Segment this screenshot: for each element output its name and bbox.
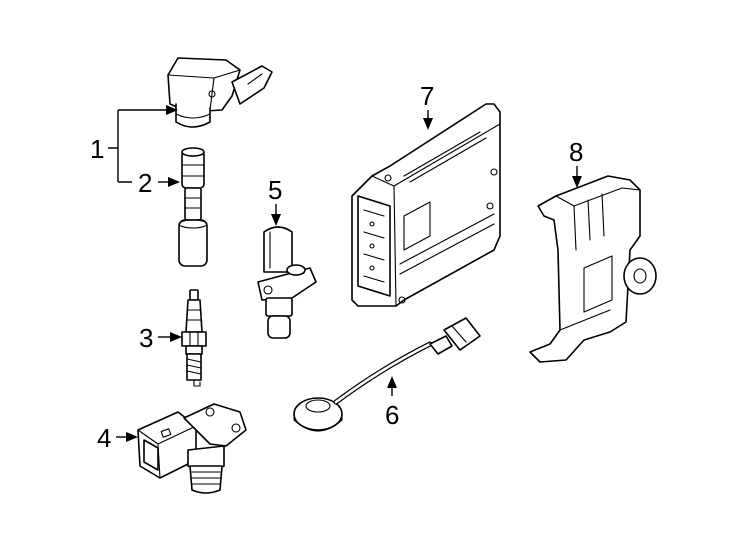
arrowhead-2 [168, 177, 180, 187]
arrowhead-5 [271, 214, 281, 226]
callout-3: 3 [139, 323, 153, 353]
callout-leaders [108, 105, 582, 442]
arrowhead-8 [572, 176, 582, 188]
callout-2: 2 [138, 168, 152, 198]
arrowhead-3 [170, 332, 182, 342]
callout-4: 4 [97, 423, 111, 453]
arrowhead-6 [387, 376, 397, 388]
ignition-coil-icon [167, 57, 273, 128]
callout-5: 5 [268, 175, 282, 205]
engine-control-module-icon [351, 103, 501, 307]
callout-6: 6 [385, 400, 399, 430]
arrowhead-1 [166, 105, 178, 115]
callout-7: 7 [420, 81, 434, 111]
callout-1: 1 [90, 134, 104, 164]
arrowhead-7 [423, 118, 433, 130]
callout-8: 8 [569, 137, 583, 167]
ecm-bracket-icon [529, 175, 657, 363]
coil-boot-icon [178, 147, 208, 267]
spark-plug-icon [181, 289, 207, 387]
knock-sensor-icon [293, 317, 481, 432]
crankshaft-sensor-icon [257, 226, 317, 339]
camshaft-sensor-icon [137, 403, 247, 494]
arrowhead-4 [126, 432, 138, 442]
callout-numbers: 1 2 3 4 5 6 7 8 [90, 81, 583, 453]
leader-1 [108, 109, 168, 183]
